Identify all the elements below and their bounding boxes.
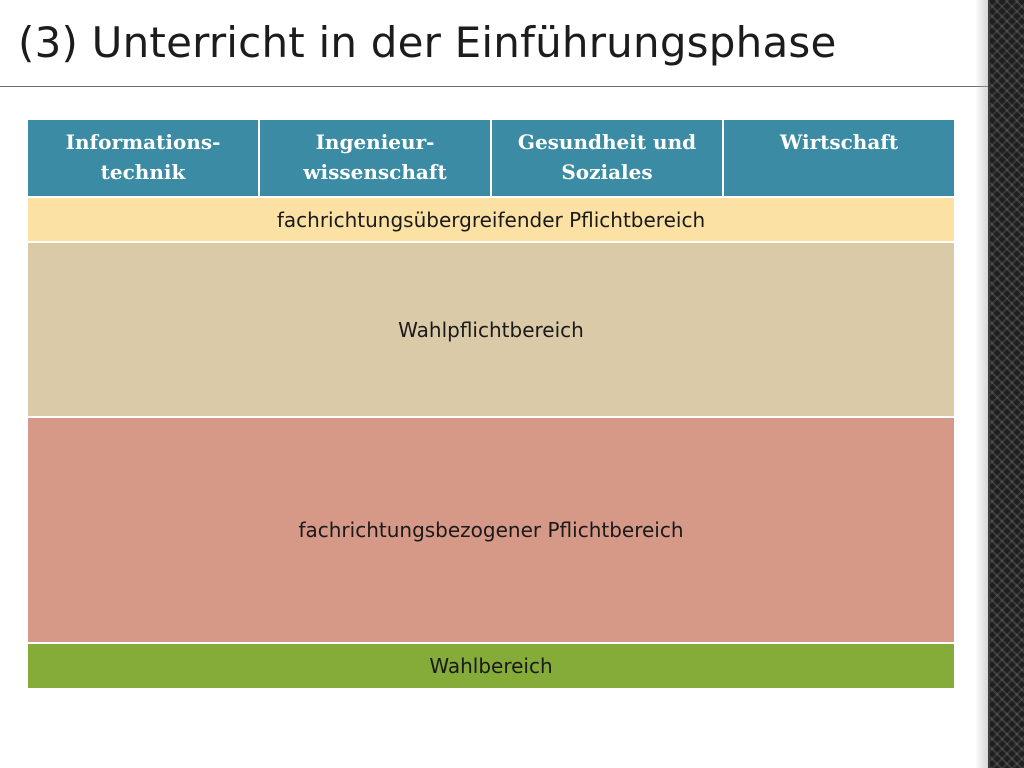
edge-shadow xyxy=(975,0,990,768)
header-gesundheit-soziales: Gesundheit und Soziales xyxy=(492,120,722,196)
edge-divider xyxy=(988,0,990,768)
header-wirtschaft-label: Wirtschaft xyxy=(779,130,899,154)
row-wahlbereich: Wahlbereich xyxy=(28,644,954,688)
row-wahlpflichtbereich: Wahlpflichtbereich xyxy=(28,243,954,416)
row-fachrichtungsuebergreifender-pflichtbereich: fachrichtungsübergreifender Pflichtberei… xyxy=(28,198,954,241)
row-fachrichtungsbezogener-pflichtbereich: fachrichtungsbezogener Pflichtbereich xyxy=(28,418,954,642)
header-gesundheit-soziales-label: Gesundheit und Soziales xyxy=(517,130,697,184)
title-divider xyxy=(0,86,988,87)
slide-title: (3) Unterricht in der Einführungsphase xyxy=(18,18,837,67)
header-informationstechnik-label: Informations-technik xyxy=(65,130,221,184)
decorative-edge-pattern xyxy=(990,0,1024,768)
header-wirtschaft: Wirtschaft xyxy=(724,120,954,196)
header-informationstechnik: Informations-technik xyxy=(28,120,258,196)
header-ingenieurwissenschaft: Ingenieur-wissenschaft xyxy=(260,120,490,196)
header-ingenieurwissenschaft-label: Ingenieur-wissenschaft xyxy=(303,130,447,184)
course-structure-table: Informations-technik Ingenieur-wissensch… xyxy=(28,120,954,688)
